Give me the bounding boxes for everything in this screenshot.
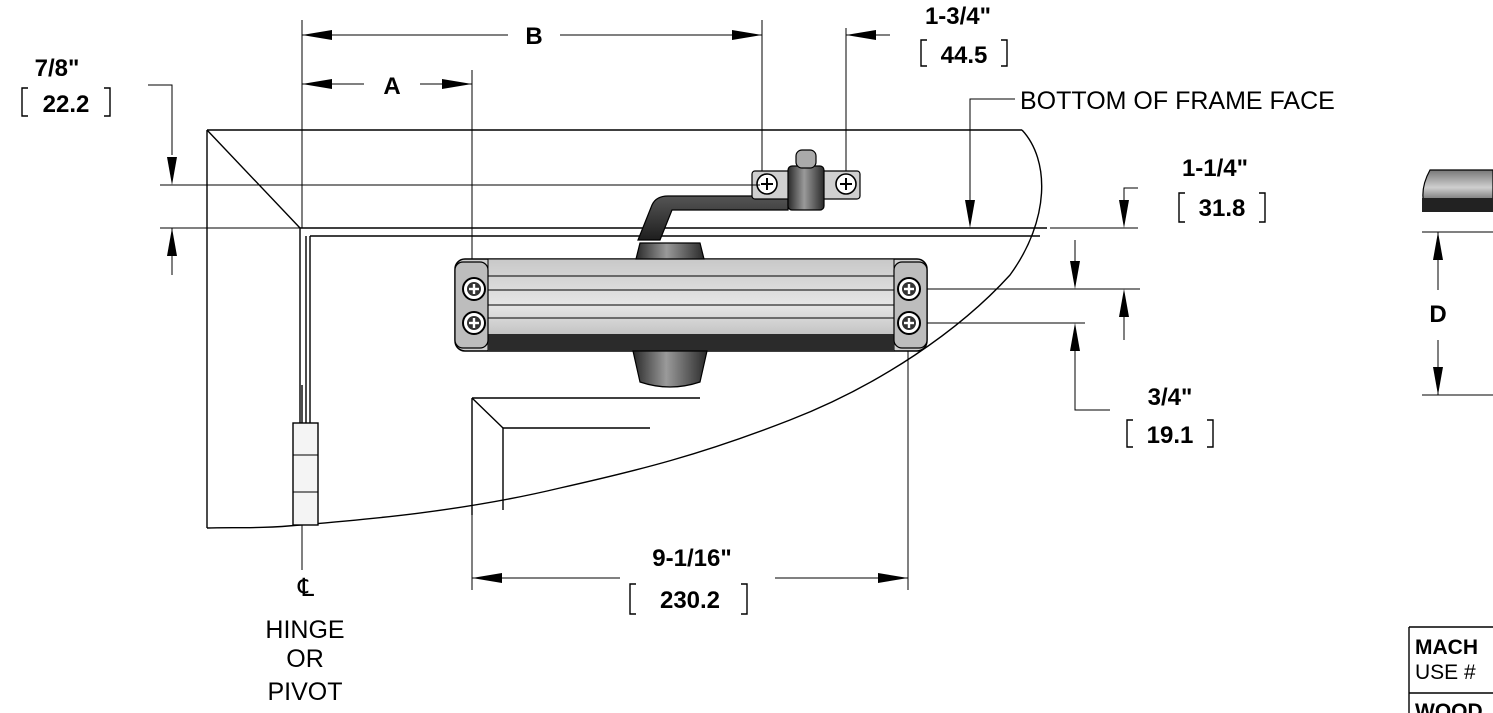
closer-screw (462, 277, 486, 301)
dimension-a-label: A (383, 73, 400, 100)
frame-face-callout: BOTTOM OF FRAME FACE (965, 87, 1335, 228)
side-view: D (1422, 169, 1493, 396)
dimension-3-4-metric: 19.1 (1147, 422, 1194, 449)
extension-lines (301, 20, 909, 590)
closer-screw (897, 311, 921, 335)
table-row2-line1: WOOD (1415, 700, 1483, 713)
bracket-screw (835, 173, 857, 195)
door-closer (454, 149, 928, 388)
closer-screw (897, 277, 921, 301)
dimension-d-label: D (1429, 301, 1446, 328)
bracket-screw (756, 173, 778, 195)
dimension-7-8: 7/8" 22.2 (21, 55, 760, 275)
dimension-1-3-4-imperial: 1-3/4" (925, 3, 991, 30)
dimension-7-8-imperial: 7/8" (35, 55, 80, 82)
dimension-9-1-16-metric: 230.2 (660, 587, 720, 614)
hinge (292, 236, 319, 526)
dimension-a: A (302, 73, 472, 100)
dimension-closer-vertical (927, 240, 1140, 411)
hinge-centerline-note: ℄ HINGE OR PIVOT (265, 525, 345, 706)
dimension-9-1-16-imperial: 9-1/16" (652, 545, 731, 572)
dimension-1-3-4-metric: 44.5 (941, 42, 988, 69)
table-row1-line2: USE # (1415, 661, 1476, 684)
dimension-3-4-imperial: 3/4" (1148, 384, 1193, 411)
dimension-1-1-4-imperial: 1-1/4" (1182, 155, 1248, 182)
dimension-9-1-16: 9-1/16" 230.2 (472, 545, 908, 615)
screw-table: MACH USE # WOOD (1408, 626, 1493, 713)
hinge-line-2: OR (286, 645, 324, 673)
centerline-symbol: ℄ (297, 574, 314, 602)
door-panel (471, 397, 700, 515)
dimension-7-8-metric: 22.2 (43, 91, 90, 118)
closer-screw (462, 311, 486, 335)
dimension-b-label: B (525, 23, 542, 50)
hinge-line-3: PIVOT (267, 678, 342, 706)
hinge-line-1: HINGE (265, 616, 344, 644)
dimension-1-1-4: 1-1/4" 31.8 (1050, 155, 1266, 229)
dimension-1-3-4: 1-3/4" 44.5 (846, 3, 1008, 69)
frame-face-label: BOTTOM OF FRAME FACE (1020, 87, 1335, 115)
dimension-3-4: 3/4" 19.1 (1126, 384, 1214, 449)
dimension-b: B (302, 23, 762, 50)
table-row1-line1: MACH (1415, 636, 1478, 659)
dimension-1-1-4-metric: 31.8 (1199, 195, 1246, 222)
